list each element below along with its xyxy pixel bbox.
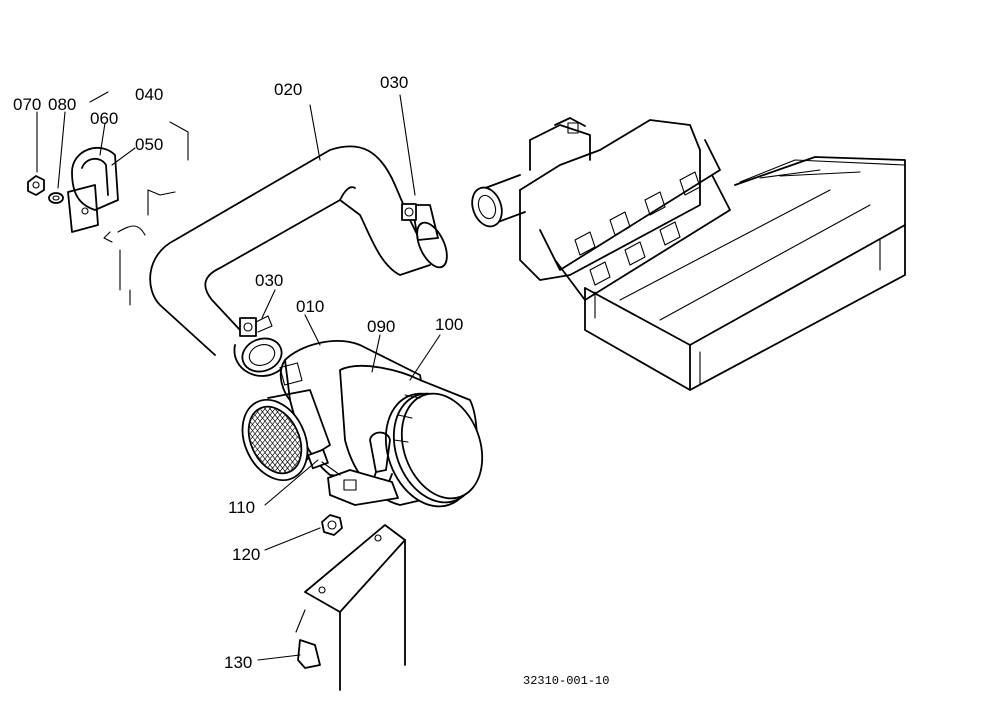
label-020: 020 — [274, 80, 302, 99]
bracket-stand — [103, 189, 176, 306]
nut-070 — [27, 175, 45, 196]
intake-hose — [149, 145, 448, 373]
mesh-line — [239, 399, 241, 481]
engine-block — [584, 156, 906, 391]
bolt-130 — [295, 609, 321, 669]
mounting-bracket — [327, 469, 399, 506]
intake-manifold — [471, 117, 731, 301]
hose-clamp-upper — [401, 203, 439, 241]
label-050: 050 — [135, 135, 163, 154]
label-060: 060 — [90, 109, 118, 128]
label-030-upper: 030 — [380, 73, 408, 92]
nut-120 — [321, 514, 343, 536]
group-bracket-040 — [89, 91, 189, 161]
mesh-line — [239, 399, 246, 481]
band-assembly — [67, 146, 119, 233]
label-110: 110 — [228, 498, 255, 517]
hose-clamp-lower — [233, 315, 281, 377]
support-plate — [304, 524, 406, 691]
label-080: 080 — [48, 95, 76, 114]
label-030-lower: 030 — [255, 271, 283, 290]
label-070: 070 — [13, 95, 41, 114]
label-040: 040 — [135, 85, 163, 104]
mesh-line — [239, 399, 241, 481]
label-100: 100 — [435, 315, 463, 334]
mesh-line — [239, 399, 251, 481]
label-120: 120 — [232, 545, 260, 564]
label-090: 090 — [367, 317, 395, 336]
washer-080 — [48, 192, 64, 204]
label-130: 130 — [224, 653, 252, 672]
leader-lines — [36, 94, 441, 661]
dust-cover — [339, 364, 484, 508]
mesh-line — [155, 390, 235, 490]
mesh-line — [239, 399, 246, 481]
drawing-reference-number: 32310-001-10 — [523, 674, 609, 688]
mesh-line — [155, 390, 235, 490]
label-010: 010 — [296, 297, 324, 316]
mesh-line — [239, 399, 251, 481]
